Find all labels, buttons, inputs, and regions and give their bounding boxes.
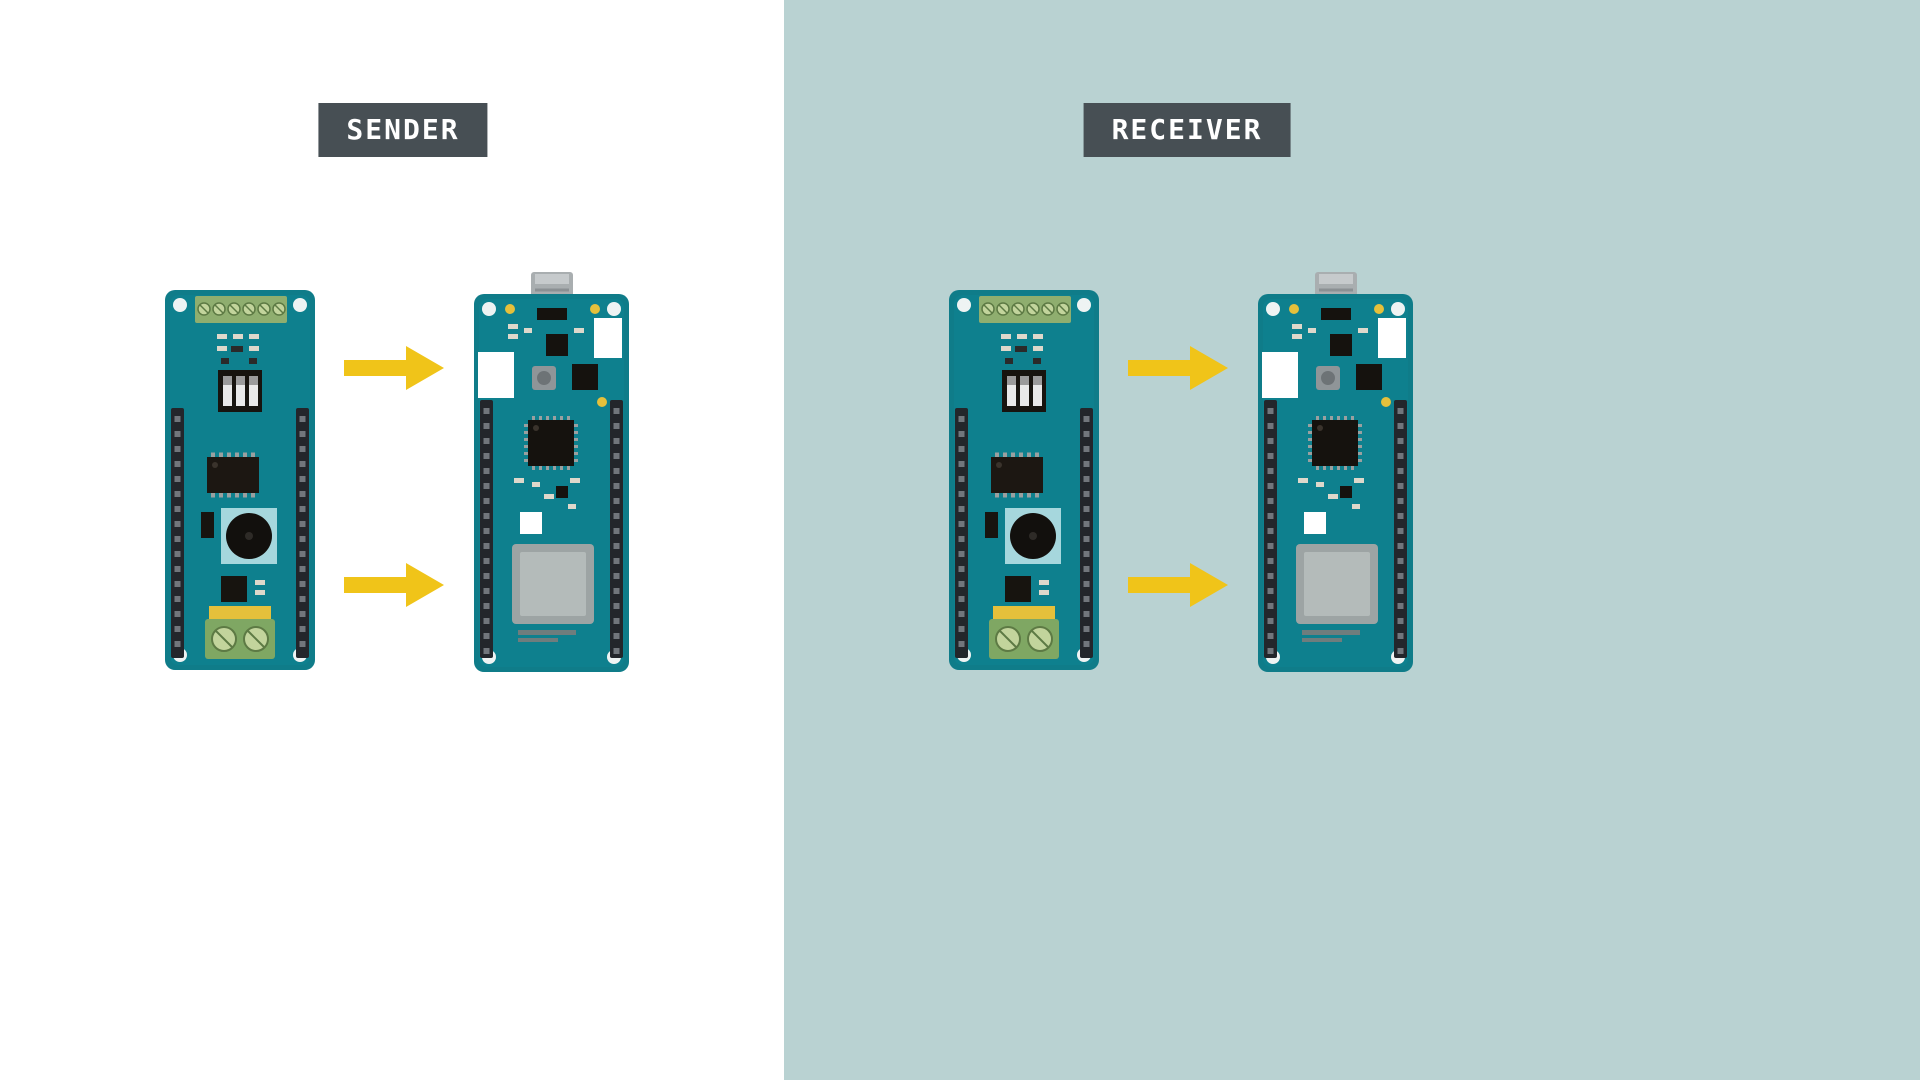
sender-wifi-board (474, 272, 629, 672)
mkr-shield-board-illustration (949, 290, 1099, 670)
sender-shield-board (165, 290, 315, 670)
sender-label: SENDER (318, 103, 488, 157)
receiver-arrow-bottom (1128, 563, 1228, 607)
mkr-shield-board-illustration (165, 290, 315, 670)
sender-panel: SENDER (0, 0, 784, 1080)
arrow-right-icon (344, 346, 444, 390)
receiver-arrow-top (1128, 346, 1228, 390)
receiver-panel: RECEIVER (784, 0, 1920, 1080)
arrow-right-icon (344, 563, 444, 607)
receiver-label-text: RECEIVER (1111, 113, 1263, 146)
mkr-wifi-board-illustration (1258, 272, 1413, 672)
arrow-right-icon (1128, 563, 1228, 607)
sender-arrow-bottom (344, 563, 444, 607)
receiver-wifi-board (1258, 272, 1413, 672)
receiver-shield-board (949, 290, 1099, 670)
arrow-right-icon (1128, 346, 1228, 390)
mkr-wifi-board-illustration (474, 272, 629, 672)
sender-label-text: SENDER (346, 113, 460, 146)
receiver-label: RECEIVER (1083, 103, 1291, 157)
sender-arrow-top (344, 346, 444, 390)
